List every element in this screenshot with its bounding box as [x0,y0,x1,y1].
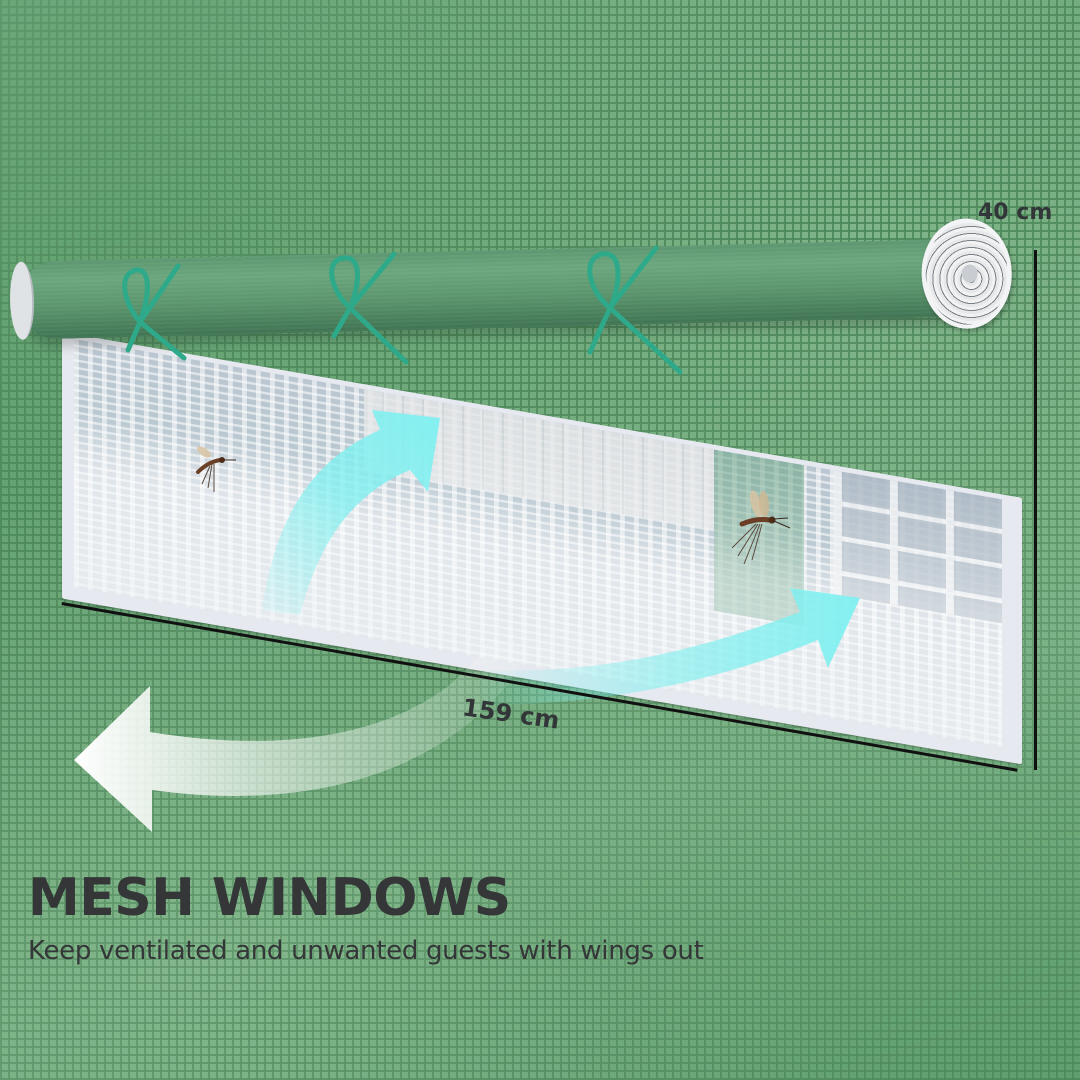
mosquito-icon [196,446,236,492]
width-dimension-label: 159 cm [460,693,562,735]
headline: MESH WINDOWS [28,868,511,928]
height-dimension-label: 40 cm [978,200,1053,225]
tie-strap-icon[interactable] [118,262,198,382]
mesh-window [62,332,1022,765]
height-dimension-line [1034,250,1037,770]
subline: Keep ventilated and unwanted guests with… [28,936,704,966]
curved-arrow-white-out-icon [74,640,530,832]
roll-hub [961,264,978,283]
tie-strap-icon[interactable] [322,250,409,370]
tie-strap-icon[interactable] [580,244,683,375]
mosquito-icon [731,490,791,565]
